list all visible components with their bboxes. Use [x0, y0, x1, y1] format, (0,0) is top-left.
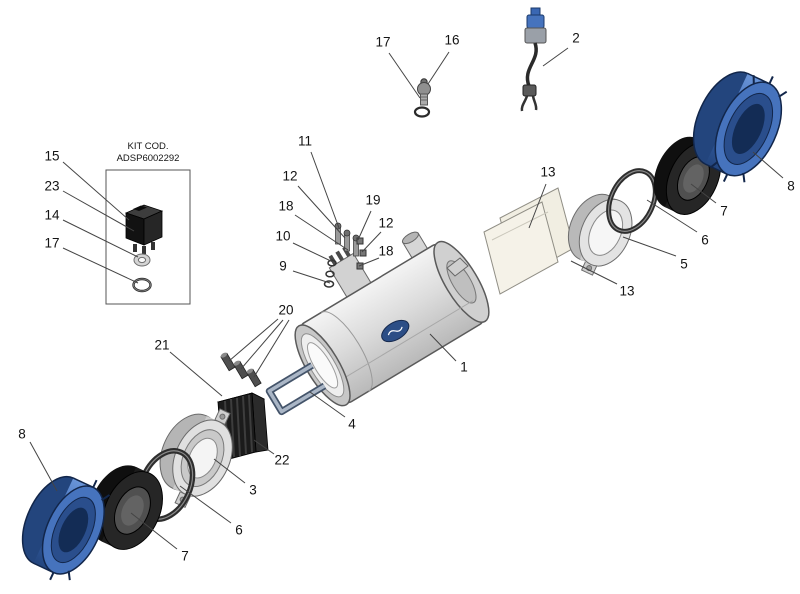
part-seal-left: [88, 465, 163, 550]
callout-2: 2: [572, 30, 580, 46]
callout-7-right: 7: [720, 203, 728, 219]
leader-line-8-right: [752, 151, 784, 179]
leader-line-17-top: [388, 52, 421, 99]
leader-line-9: [292, 270, 331, 284]
callout-18-upper: 18: [278, 198, 294, 214]
leader-line-22: [253, 439, 275, 455]
leader-line-10: [292, 242, 334, 263]
callout-12-lower: 12: [378, 215, 394, 231]
callout-9: 9: [279, 258, 287, 274]
part-kit-connector-block: [124, 204, 164, 254]
kit-box-outline: [105, 169, 191, 305]
callout-19: 19: [365, 192, 381, 208]
leader-line-19: [357, 210, 372, 241]
leader-line-12-upper: [297, 185, 346, 239]
kit-code-label: KIT COD. ADSP6002292: [117, 141, 180, 165]
leader-line-14: [62, 219, 139, 258]
part-u-bracket: [265, 362, 327, 416]
callout-10: 10: [275, 228, 291, 244]
part-oring-right: [606, 168, 658, 234]
callout-15: 15: [44, 148, 60, 164]
callout-5: 5: [680, 256, 688, 272]
leader-line-12-lower: [361, 231, 382, 253]
leader-line-16: [427, 51, 450, 85]
callout-23: 23: [44, 178, 60, 194]
leader-line-15: [62, 161, 130, 221]
callout-11: 11: [297, 133, 313, 149]
callout-8-left: 8: [18, 426, 26, 442]
leader-line-7-right: [690, 183, 717, 204]
callout-21: 21: [154, 337, 170, 353]
part-kit-oring: [132, 277, 152, 293]
body-mount-tab: [446, 257, 469, 277]
part-ring-nut-left: [21, 475, 111, 581]
callout-8-right: 8: [787, 178, 795, 194]
callout-4: 4: [348, 416, 356, 432]
callout-14: 14: [44, 207, 60, 223]
callout-6-right: 6: [701, 232, 709, 248]
leader-line-5: [622, 236, 677, 257]
part-cable-sensor: [520, 7, 547, 112]
leader-line-8-left: [29, 441, 58, 492]
part-standoffs: [220, 352, 262, 388]
leader-line-6-right: [646, 199, 698, 233]
part-ring-nut-right: [692, 71, 788, 183]
callout-16: 16: [444, 32, 460, 48]
leader-line-13-lower: [570, 260, 618, 285]
callout-12-upper: 12: [282, 168, 298, 184]
callout-7-left: 7: [181, 548, 189, 564]
callout-17-top: 17: [375, 34, 391, 50]
callout-13-lower: 13: [619, 283, 635, 299]
leader-line-18-lower: [358, 257, 380, 267]
callout-13-upper: 13: [540, 164, 556, 180]
leader-line-3: [213, 458, 246, 484]
leader-line-2: [542, 47, 569, 67]
leader-line-21: [169, 351, 223, 397]
kit-code-line1: KIT COD.: [127, 141, 169, 153]
leader-line-20: [253, 319, 290, 378]
part-plates: [483, 187, 575, 295]
callout-6-left: 6: [235, 522, 243, 538]
callout-1: 1: [460, 359, 468, 375]
leader-line-17-left: [62, 247, 139, 284]
callout-20: 20: [278, 302, 294, 318]
leader-line-20: [240, 319, 284, 370]
callout-18-lower: 18: [378, 243, 394, 259]
leader-line-23: [62, 190, 135, 232]
callout-3: 3: [249, 482, 257, 498]
leader-line-18-upper: [294, 214, 349, 251]
part-flange-left: [159, 408, 233, 509]
leader-line-7-left: [130, 512, 178, 550]
leader-line-13-upper: [528, 183, 547, 229]
leader-line-1: [429, 333, 457, 362]
leader-line-20: [228, 318, 279, 362]
leader-line-6-left: [179, 485, 232, 524]
callout-17-left: 17: [44, 235, 60, 251]
leader-line-11: [310, 151, 340, 229]
leader-line-4: [309, 391, 346, 418]
kit-code-line2: ADSP6002292: [116, 153, 180, 164]
callout-22: 22: [274, 452, 290, 468]
part-plug-fitting: [413, 78, 431, 118]
